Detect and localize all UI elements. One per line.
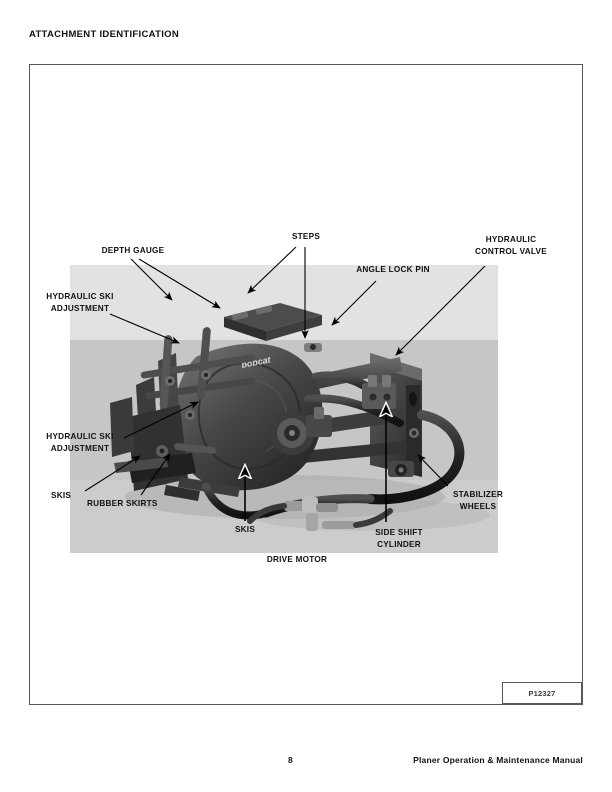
- callout-hydraulic-control-valve: HYDRAULIC CONTROL VALVE: [475, 235, 547, 256]
- callout-steps: STEPS: [291, 232, 321, 241]
- callout-rubber-skirts: RUBBER SKIRTS: [87, 499, 158, 508]
- footer-manual-title: Planer Operation & Maintenance Manual: [413, 755, 583, 765]
- callout-side-shift-cylinder: SIDE SHIFT CYLINDER: [375, 528, 423, 549]
- callout-hydraulic-ski-adjustment-lower: HYDRAULIC SKI ADJUSTMENT: [46, 432, 114, 453]
- callout-hydraulic-ski-adjustment-upper: HYDRAULIC SKI ADJUSTMENT: [46, 292, 114, 313]
- callout-skis-left: SKIS: [51, 491, 72, 500]
- callout-depth-gauge: DEPTH GAUGE: [101, 246, 165, 255]
- callout-skis-center: SKIS: [234, 525, 256, 534]
- callout-drive-motor: DRIVE MOTOR: [266, 555, 328, 564]
- callout-angle-lock-pin: ANGLE LOCK PIN: [356, 265, 430, 274]
- planer-machine-illustration: bobcat: [110, 303, 490, 531]
- planer-attachment-photo: bobcat: [70, 265, 498, 553]
- footer-page-number: 8: [288, 755, 293, 765]
- figure-id-label: P12327: [528, 688, 556, 698]
- callout-stabilizer-wheels: STABILIZER WHEELS: [452, 490, 504, 511]
- figure-id-box: P12327: [502, 682, 582, 704]
- page-header-title: ATTACHMENT IDENTIFICATION: [29, 29, 179, 40]
